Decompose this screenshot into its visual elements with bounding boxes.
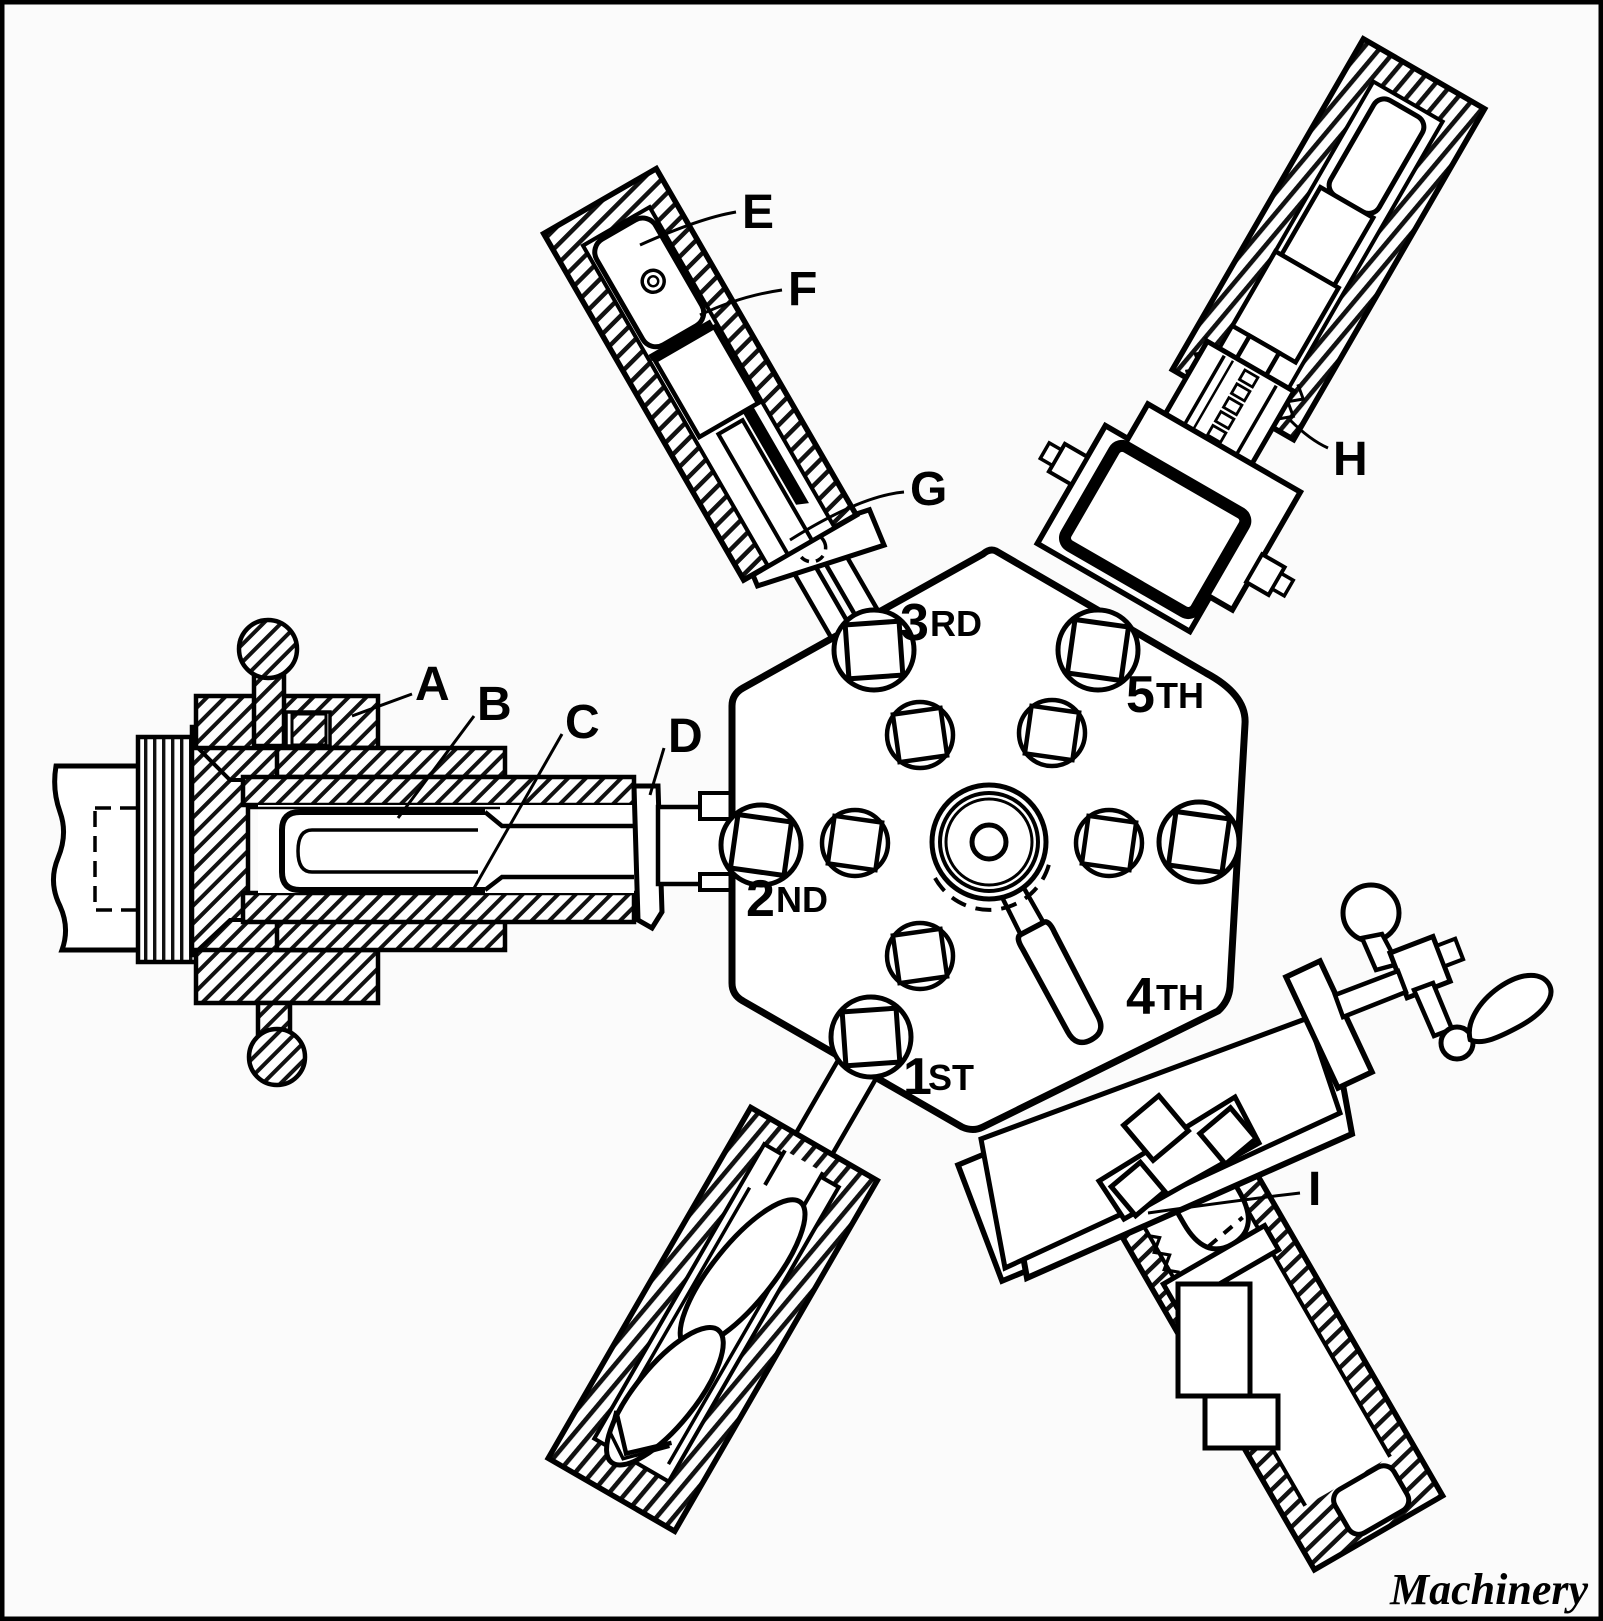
svg-text:ST: ST: [928, 1057, 974, 1098]
svg-text:5: 5: [1126, 666, 1155, 724]
svg-text:1: 1: [903, 1048, 932, 1106]
svg-text:Machinery: Machinery: [1389, 1565, 1588, 1614]
svg-text:TH: TH: [1156, 977, 1204, 1018]
svg-text:RD: RD: [930, 603, 982, 644]
svg-text:G: G: [910, 463, 947, 516]
svg-text:E: E: [742, 186, 774, 239]
svg-text:TH: TH: [1156, 675, 1204, 716]
svg-text:C: C: [565, 696, 600, 749]
svg-text:F: F: [788, 263, 817, 316]
svg-text:3: 3: [900, 594, 929, 652]
svg-text:D: D: [668, 710, 703, 763]
svg-text:I: I: [1308, 1163, 1321, 1216]
svg-text:H: H: [1333, 433, 1368, 486]
svg-text:B: B: [477, 678, 512, 731]
svg-text:2: 2: [746, 870, 775, 928]
svg-text:ND: ND: [776, 879, 828, 920]
svg-text:4: 4: [1126, 968, 1155, 1026]
svg-text:A: A: [415, 658, 450, 711]
